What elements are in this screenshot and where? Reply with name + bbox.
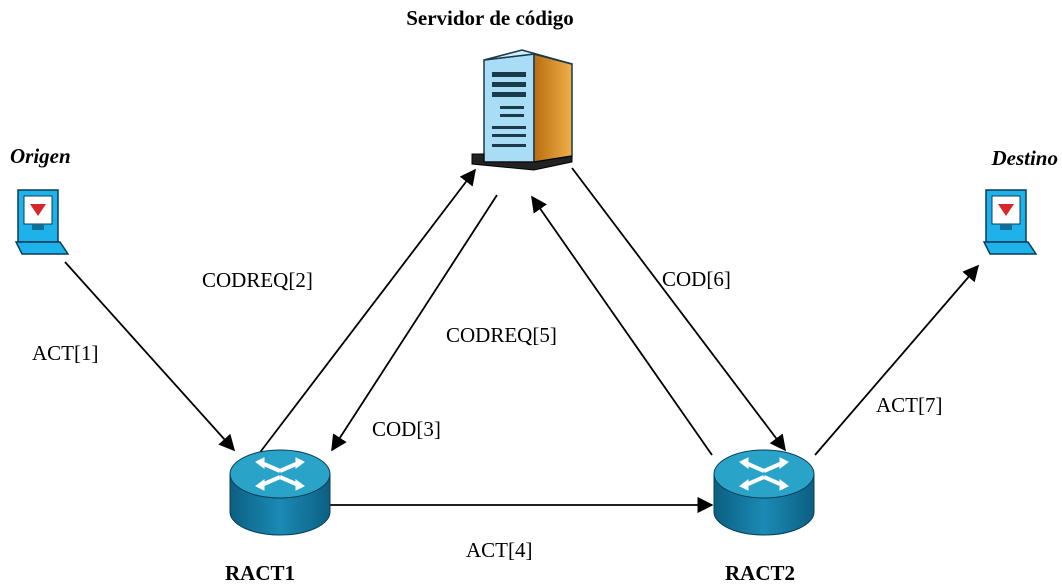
arrow-codreq5	[531, 195, 713, 456]
server-icon	[471, 49, 573, 171]
arrow-codreq2	[257, 168, 476, 456]
label-codreq5: CODREQ[5]	[446, 323, 557, 347]
ract1-router-icon	[229, 449, 331, 536]
label-act4: ACT[4]	[466, 538, 533, 562]
label-cod6: COD[6]	[662, 267, 731, 291]
origin-computer-icon	[14, 189, 70, 255]
server-label: Servidor de código	[406, 6, 574, 30]
label-cod3: COD[3]	[372, 417, 441, 441]
label-act1: ACT[1]	[32, 341, 99, 365]
ract2-label: RACT2	[725, 561, 795, 585]
destination-computer-icon	[982, 189, 1038, 255]
arrow-act1	[64, 261, 236, 452]
arrow-cod3	[331, 194, 498, 452]
ract1-label: RACT1	[225, 561, 295, 585]
arrow-cod6	[571, 167, 786, 452]
ract2-router-icon	[713, 449, 815, 536]
arrow-act7	[814, 264, 980, 456]
label-codreq2: CODREQ[2]	[202, 268, 313, 292]
destination-label: Destino	[990, 146, 1058, 170]
label-act7: ACT[7]	[876, 393, 943, 417]
origin-label: Origen	[10, 144, 71, 168]
